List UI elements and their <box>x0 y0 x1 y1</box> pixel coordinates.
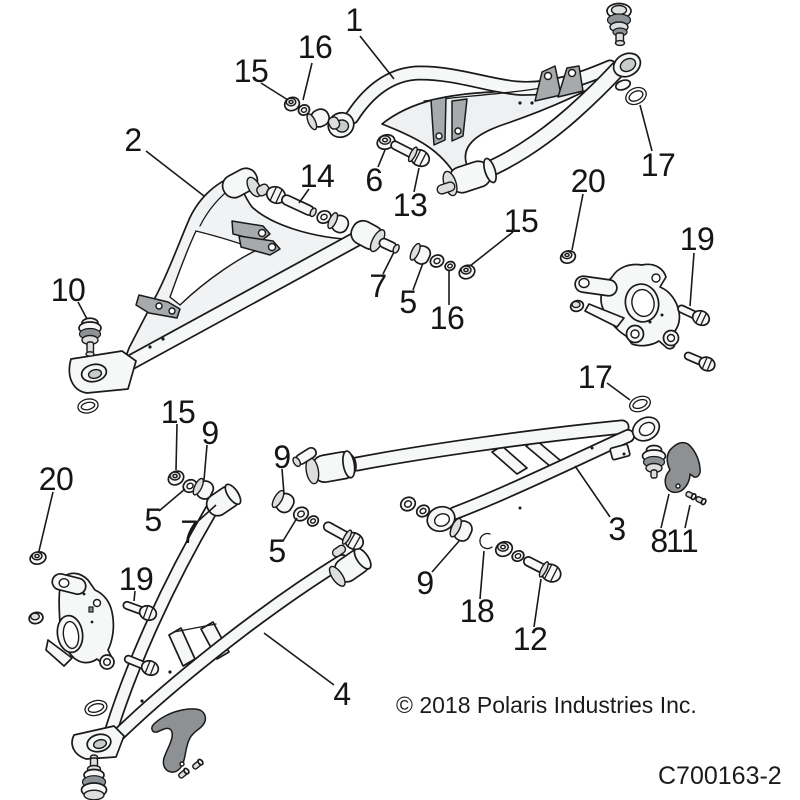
part-2-lower-control-arm <box>68 167 400 394</box>
leader-line-11 <box>684 504 691 529</box>
leader-line-16 <box>302 62 313 101</box>
bolt-19-left <box>122 600 158 622</box>
bolt-13 <box>390 140 431 168</box>
leader-line-14 <box>298 188 310 204</box>
leader-line-19 <box>689 252 695 307</box>
pivot-shaft-3 <box>292 446 317 468</box>
washer-small-lower <box>306 515 320 527</box>
leader-line-7 <box>195 504 217 524</box>
leader-line-12 <box>533 578 542 628</box>
leader-line-1 <box>359 35 395 80</box>
leader-line-20 <box>38 491 54 552</box>
leader-line-7 <box>382 251 395 275</box>
hardware-top-left <box>283 96 341 131</box>
nut-15-top <box>283 96 301 112</box>
washer-14 <box>316 209 332 225</box>
nut-20-right <box>559 249 577 265</box>
pivot-shaft-4 <box>331 544 347 558</box>
bolt-extra-left <box>123 654 160 677</box>
leader-line-15 <box>260 82 289 101</box>
leader-line-20 <box>571 193 584 251</box>
bolt-14 <box>265 185 317 218</box>
screws-part4 <box>178 758 204 779</box>
washer-5-lower-b <box>292 506 310 522</box>
screws-11 <box>685 491 707 506</box>
c-clip-18 <box>479 532 493 550</box>
frame-mount-ears <box>430 65 584 146</box>
copyright-text: © 2018 Polaris Industries Inc. <box>396 692 697 718</box>
bolt-19-right <box>677 304 711 327</box>
pivot-shaft-7-upper <box>378 237 400 254</box>
nut-small-right <box>569 299 585 313</box>
nut-20-left <box>29 550 47 566</box>
washers-part3 <box>399 496 431 518</box>
bolt-lower-rear <box>322 521 365 551</box>
leader-line-13 <box>413 167 420 193</box>
shock-mount-ears <box>135 220 281 319</box>
guard-8 <box>664 441 701 494</box>
diagram-code: C700163-2 <box>658 762 782 790</box>
nut-12 <box>494 540 514 558</box>
leader-line-5 <box>282 517 298 542</box>
bushing-9-lower-b <box>271 489 295 514</box>
washer-12 <box>511 549 525 563</box>
bushing-9-lower-a <box>192 477 215 500</box>
leader-line-4 <box>263 632 335 686</box>
leader-line-10 <box>77 301 88 320</box>
oring-17-mid <box>629 395 651 413</box>
leader-line-9 <box>203 444 208 481</box>
leader-line-3 <box>574 465 611 518</box>
leader-line-19 <box>133 590 136 602</box>
part-3-upper-control-arm <box>292 416 661 533</box>
bolt-12 <box>522 556 562 583</box>
leader-line-17 <box>606 382 631 401</box>
ball-joint-10 <box>78 317 102 357</box>
knuckle-right <box>574 263 681 350</box>
part-4-lower-control-arm <box>71 483 372 760</box>
bushing-9-part3 <box>449 517 473 542</box>
knuckle-left <box>45 572 115 670</box>
leader-line-9 <box>281 468 285 495</box>
bushing-5-mid <box>409 242 432 265</box>
ring-16-mid <box>444 260 456 272</box>
oring-part2 <box>77 398 99 414</box>
leader-line-15 <box>175 423 178 471</box>
oring-17-upper <box>625 86 647 106</box>
ball-joint-part4 <box>80 754 108 800</box>
washer-5-mid <box>429 254 445 268</box>
leader-line-9 <box>431 539 461 573</box>
leader-line-2 <box>145 150 205 197</box>
leader-line-18 <box>479 550 485 600</box>
bolt-extra-right <box>683 351 716 372</box>
bushing-14 <box>327 212 350 234</box>
leader-line-8 <box>660 493 670 529</box>
leader-line-15 <box>469 231 514 267</box>
guard-part4 <box>151 708 207 773</box>
nut-15-mid <box>458 264 476 280</box>
ball-joint-part3 <box>641 444 667 479</box>
leader-line-5 <box>412 262 424 291</box>
bushing-top <box>306 108 330 131</box>
leader-line-6 <box>377 149 386 168</box>
leader-line-5 <box>158 488 186 512</box>
nut-15-lower <box>167 470 185 486</box>
part-1-upper-control-arm <box>327 52 642 197</box>
washer-16-top <box>297 104 311 116</box>
ball-joint-upper <box>606 2 632 47</box>
collar-top <box>327 116 341 130</box>
oring-part4 <box>84 699 108 717</box>
leader-line-17 <box>639 104 653 152</box>
nut-small-left <box>28 611 44 625</box>
